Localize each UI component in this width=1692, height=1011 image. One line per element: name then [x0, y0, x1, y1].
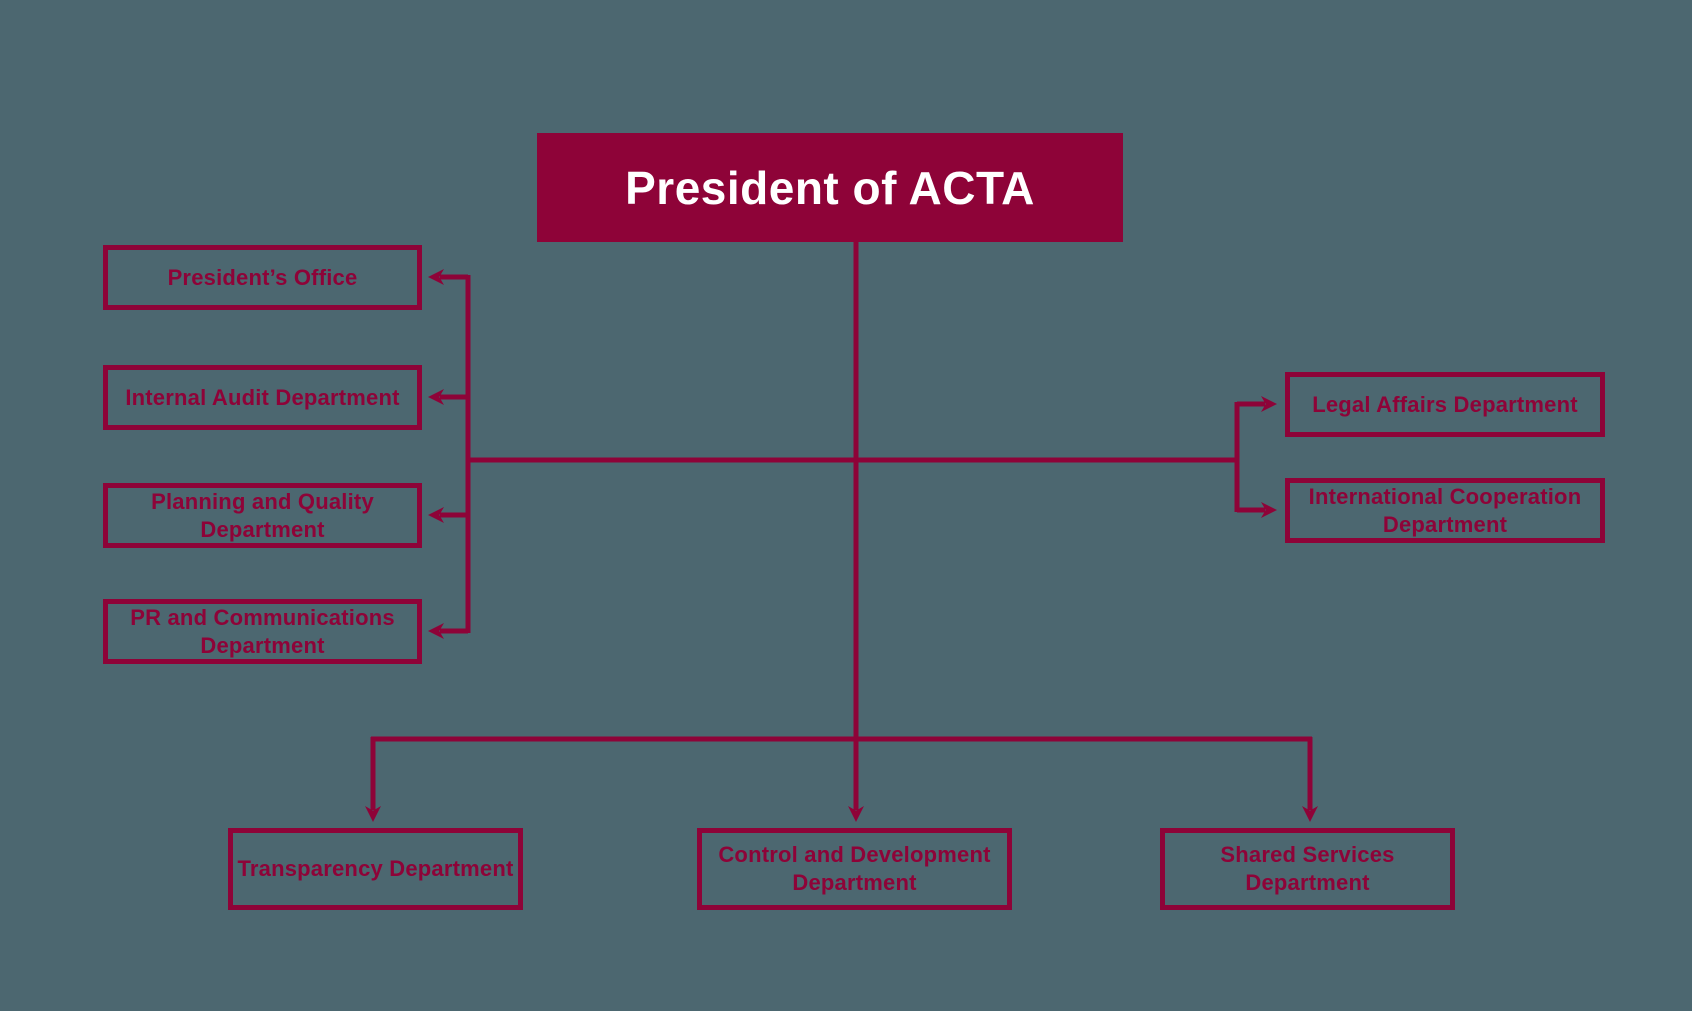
- org-node-transparency: Transparency Department: [228, 828, 523, 910]
- org-node-label: Transparency Department: [237, 856, 514, 881]
- org-node-control-development: Control and Development Department: [697, 828, 1012, 910]
- org-node-planning-quality: Planning and Quality Department: [103, 483, 422, 548]
- org-node-label: President of ACTA: [625, 161, 1035, 214]
- org-node-international-cooperation: International Cooperation Department: [1285, 478, 1605, 543]
- org-node-label: Control and Development Department: [718, 842, 991, 895]
- org-node-internal-audit: Internal Audit Department: [103, 365, 422, 430]
- org-node-pr-communications: PR and Communications Department: [103, 599, 422, 664]
- org-node-president: President of ACTA: [537, 133, 1123, 242]
- org-node-label: President’s Office: [167, 264, 358, 290]
- org-node-label: Planning and Quality Department: [151, 488, 374, 542]
- org-node-label: International Cooperation Department: [1308, 483, 1582, 537]
- org-node-label: Legal Affairs Department: [1312, 391, 1578, 417]
- org-node-shared-services: Shared Services Department: [1160, 828, 1455, 910]
- org-node-label: Shared Services Department: [1220, 842, 1395, 895]
- org-node-label: Internal Audit Department: [125, 384, 400, 410]
- org-node-legal-affairs: Legal Affairs Department: [1285, 372, 1605, 437]
- org-node-presidents-office: President’s Office: [103, 245, 422, 310]
- org-node-label: PR and Communications Department: [130, 604, 395, 658]
